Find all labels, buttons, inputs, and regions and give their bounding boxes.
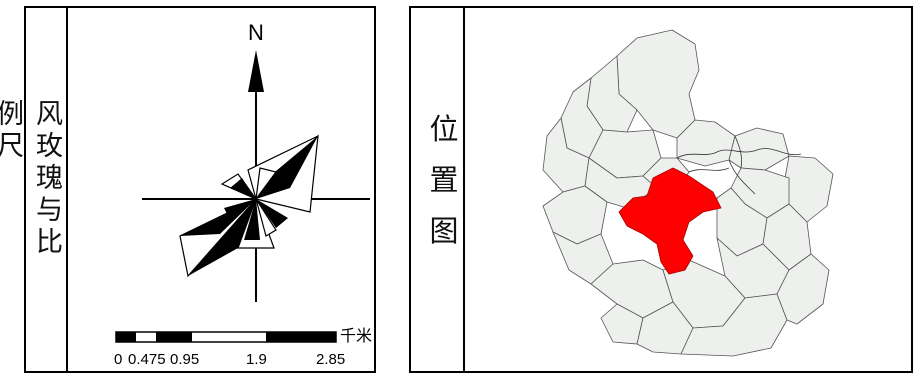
scale-tick-label: 0.475	[128, 351, 166, 368]
location-title-column: 位置图	[411, 8, 465, 371]
wind-rose-graphic: N 千米	[114, 20, 372, 368]
scale-tick-label: 0.95	[170, 351, 199, 368]
scale-tick-label: 0	[114, 351, 122, 368]
location-map-title: 位置图	[425, 113, 459, 266]
scale-unit-label: 千米	[340, 327, 372, 345]
river-lines	[676, 135, 802, 195]
north-arrow-icon	[248, 50, 264, 92]
scale-tick-label: 2.85	[316, 351, 345, 368]
scale-bar	[115, 331, 337, 343]
scale-tick-label: 1.9	[246, 351, 267, 368]
location-map-graphic	[542, 29, 834, 357]
wind-rose-panel: 风玫瑰与比例尺 N	[0, 6, 376, 373]
district-regions	[542, 29, 834, 357]
north-label: N	[248, 20, 264, 45]
wind-rose-petals	[179, 134, 319, 278]
wind-rose-title: 风玫瑰与比例尺	[0, 98, 62, 259]
wind-title-column: 风玫瑰与比例尺	[0, 8, 68, 371]
location-map-panel: 位置图	[409, 6, 913, 373]
highlighted-study-area	[618, 167, 722, 275]
